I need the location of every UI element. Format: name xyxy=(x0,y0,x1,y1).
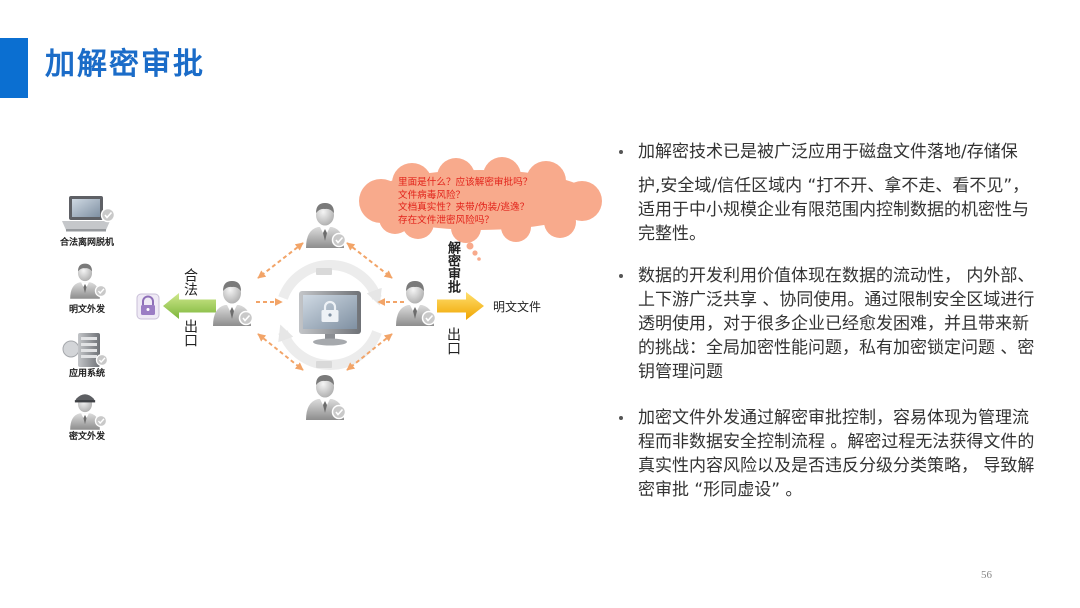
slide-title: 加解密审批 xyxy=(45,47,205,82)
laptop-icon xyxy=(62,196,110,232)
bullet-dot xyxy=(619,416,623,420)
link-left-bottom xyxy=(257,333,304,371)
left-item-label: 密文外发 xyxy=(68,432,105,442)
cloud-question: 里面是什么？应该解密审批吗？ xyxy=(398,177,533,188)
bullet-line: 加密文件外发通过解密审批控制，容易体现为管理流 xyxy=(638,408,1029,428)
bullet-line: 钥管理问题 xyxy=(638,362,723,382)
left-item-label: 应用系统 xyxy=(68,369,105,379)
bullet-line: 程而非数据安全控制流程 。解密过程无法获得文件的 xyxy=(638,432,1035,452)
right-exit-bottom-label: 出口 xyxy=(445,327,461,355)
cloud-questions: 里面是什么？应该解密审批吗？ 文件病毒风险？ 文档真实性？夹带/伪装/逃逸？ 存… xyxy=(398,177,532,228)
bullet-line: 真实性内容风险以及是否违反分级分类策略， 导致解 xyxy=(638,456,1035,476)
bullet-item: 加解密技术已是被广泛应用于磁盘文件落地/存储保 护,安全域/信任区域内 “打不开… xyxy=(612,140,1052,246)
left-exit-bottom-label: 出口 xyxy=(182,319,198,347)
question-cloud xyxy=(359,157,602,243)
officer-icon xyxy=(70,394,100,430)
check-badge-icon xyxy=(100,207,116,223)
bullet-dot xyxy=(619,150,623,154)
bullet-line: 加解密技术已是被广泛应用于磁盘文件落地/存储保 xyxy=(638,142,1018,162)
encryption-approval-diagram xyxy=(62,157,602,430)
cloud-question: 文件病毒风险？ xyxy=(398,189,466,201)
check-badge-icon xyxy=(238,310,254,326)
plaintext-file-label: 明文文件 xyxy=(493,300,542,314)
bullet-dot xyxy=(619,274,623,278)
right-exit-top-label: 解密审批 xyxy=(445,241,460,293)
bullet-line: 的挑战：全局加密性能问题，私有加密锁定问题 、密 xyxy=(638,338,1035,358)
server-icon xyxy=(62,333,100,367)
bullet-line: 密审批 “形同虚设” 。 xyxy=(638,480,803,500)
left-item-label: 明文外发 xyxy=(68,305,105,315)
bullet-line: 护,安全域/信任区域内 “打不开、拿不走、看不见”， xyxy=(638,176,1030,196)
link-top-left xyxy=(257,242,304,279)
lock-file-icon xyxy=(136,293,160,320)
data-flow-links xyxy=(256,242,404,371)
thought-bubbles xyxy=(466,242,481,261)
cloud-question: 文档真实性？夹带/伪装/逃逸？ xyxy=(398,202,530,214)
left-item-label: 合法离网脱机 xyxy=(59,238,114,248)
link-top-right xyxy=(346,242,393,279)
title-accent-bar xyxy=(0,38,28,98)
bullet-item: 加密文件外发通过解密审批控制，容易体现为管理流 程而非数据安全控制流程 。解密过… xyxy=(612,406,1052,502)
check-badge-icon xyxy=(94,284,108,298)
right-exit-arrow xyxy=(437,292,484,320)
bullet-line: 数据的开发利用价值体现在数据的流动性， 内外部、 xyxy=(638,266,1035,286)
left-exit-top-label: 合法 xyxy=(182,268,198,296)
check-badge-icon xyxy=(95,353,109,367)
bullet-line: 上下游广泛共享 、协同使用。通过限制安全区域进行 xyxy=(638,290,1035,310)
cloud-question: 存在文件泄密风险吗？ xyxy=(398,215,494,227)
bullet-line: 透明使用，对于很多企业已经愈发困难，并且带来新 xyxy=(638,314,1029,334)
left-exit-arrow xyxy=(163,293,216,319)
check-badge-icon xyxy=(94,414,108,428)
check-badge-icon xyxy=(331,404,347,420)
top-tag xyxy=(316,268,332,275)
page-number: 56 xyxy=(981,569,992,581)
bullet-line: 完整性。 xyxy=(638,224,706,244)
locked-monitor-icon xyxy=(299,291,361,346)
check-badge-icon xyxy=(331,232,347,248)
bullet-item: 数据的开发利用价值体现在数据的流动性， 内外部、 上下游广泛共享 、协同使用。通… xyxy=(612,264,1052,384)
check-badge-icon xyxy=(421,310,437,326)
bullet-line: 适用于中小规模企业有限范围内控制数据的机密性与 xyxy=(638,200,1029,220)
link-right-bottom xyxy=(346,333,393,371)
bottom-tag xyxy=(316,361,332,368)
